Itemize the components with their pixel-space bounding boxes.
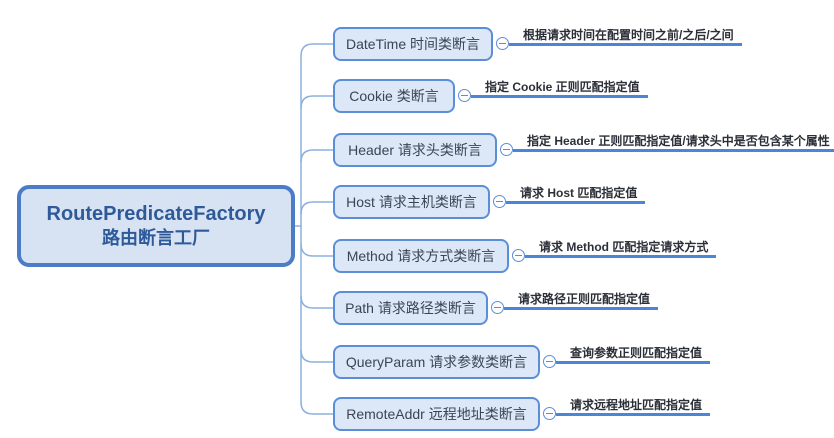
branch-description[interactable]: 请求 Host 匹配指定值 — [506, 185, 646, 204]
root-title-zh: 路由断言工厂 — [102, 228, 210, 248]
minus-icon — [499, 42, 506, 45]
connector-path — [300, 243, 334, 257]
minus-icon — [546, 360, 553, 363]
branch-description[interactable]: 查询参数正则匹配指定值 — [556, 345, 711, 364]
branch-node-datetime[interactable]: DateTime 时间类断言 — [333, 27, 493, 61]
minus-icon — [546, 412, 553, 415]
connector-path — [300, 349, 334, 363]
root-node[interactable]: RoutePredicateFactory 路由断言工厂 — [17, 185, 295, 267]
collapse-toggle[interactable] — [491, 301, 504, 314]
minus-icon — [461, 94, 468, 97]
branch-description[interactable]: 请求 Method 匹配指定请求方式 — [525, 239, 717, 258]
collapse-toggle[interactable] — [496, 37, 509, 50]
branch-description[interactable]: 指定 Header 正则匹配指定值/请求头中是否包含某个属性 — [513, 133, 834, 152]
branch-node-host[interactable]: Host 请求主机类断言 — [333, 185, 490, 219]
connector-path — [300, 401, 334, 415]
branch-description[interactable]: 根据请求时间在配置时间之前/之后/之间 — [509, 27, 742, 46]
minus-icon — [515, 254, 522, 257]
branch-node-path[interactable]: Path 请求路径类断言 — [333, 291, 488, 325]
connector-path — [300, 95, 334, 109]
collapse-toggle[interactable] — [493, 195, 506, 208]
connector-path — [300, 149, 334, 163]
branch-node-cookie[interactable]: Cookie 类断言 — [333, 79, 455, 113]
branch-node-method[interactable]: Method 请求方式类断言 — [333, 239, 509, 273]
branch-description[interactable]: 请求路径正则匹配指定值 — [504, 291, 659, 310]
collapse-toggle[interactable] — [500, 143, 513, 156]
branch-node-header[interactable]: Header 请求头类断言 — [333, 133, 497, 167]
minus-icon — [503, 148, 510, 151]
collapse-toggle[interactable] — [543, 355, 556, 368]
connector-path — [300, 43, 334, 57]
connector-path — [300, 201, 334, 215]
collapse-toggle[interactable] — [512, 249, 525, 262]
branch-description[interactable]: 指定 Cookie 正则匹配指定值 — [471, 79, 648, 98]
connector-path — [300, 295, 334, 309]
collapse-toggle[interactable] — [543, 407, 556, 420]
minus-icon — [494, 306, 501, 309]
root-title-en: RoutePredicateFactory — [46, 203, 266, 225]
collapse-toggle[interactable] — [458, 89, 471, 102]
minus-icon — [496, 200, 503, 203]
branch-node-queryparam[interactable]: QueryParam 请求参数类断言 — [333, 345, 540, 379]
branch-description[interactable]: 请求远程地址匹配指定值 — [556, 397, 711, 416]
branch-node-remoteaddr[interactable]: RemoteAddr 远程地址类断言 — [333, 397, 540, 431]
